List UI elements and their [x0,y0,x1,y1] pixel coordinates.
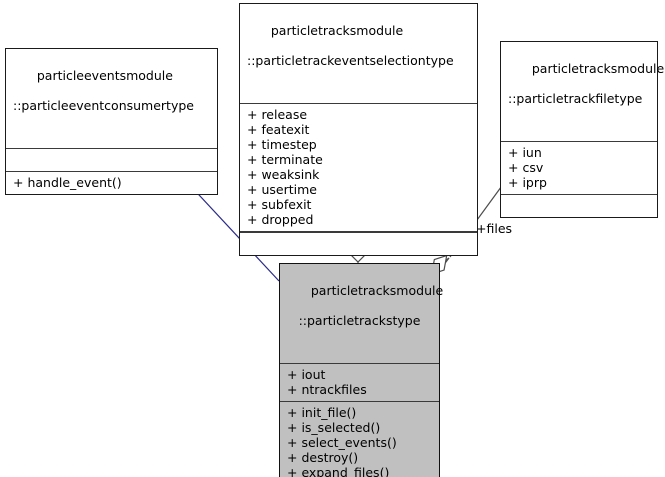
class-title-line1: particleeventsmodule [36,68,173,83]
class-member: + subfexit [247,197,312,212]
class-operations-particletrackstype: + init_file() + is_selected() + select_e… [280,402,439,477]
class-member: + iprp [508,175,547,190]
class-divider [501,141,657,142]
class-title-particletrackeventselectiontype: particletracksmodule ::particletrackeven… [240,4,477,103]
class-title-line2: ::particletrackfiletype [508,91,643,106]
class-member: + expand_files() [287,465,390,477]
class-member: + iout [287,367,326,382]
class-member: + weaksink [247,167,320,182]
class-member: + release [247,107,308,122]
class-box-particletrackstype[interactable]: particletracksmodule ::particletrackstyp… [279,263,444,477]
class-title-line2: ::particletrackeventselectiontype [247,53,454,68]
class-box-particleeventconsumertype[interactable]: particleeventsmodule ::particleeventcons… [5,48,218,195]
edge-label-files: +files [476,221,513,236]
class-box-particletrackeventselectiontype[interactable]: particletracksmodule ::particletrackeven… [239,3,478,256]
class-divider [280,363,439,364]
class-operations-particletrackfiletype [501,195,657,217]
class-member: + usertime [247,182,317,197]
class-member: + init_file() [287,405,357,420]
class-divider [280,401,439,402]
class-member: + handle_event() [13,175,122,190]
class-title-line1: particletracksmodule [270,23,404,38]
class-divider [6,171,217,172]
class-member: + iun [508,145,542,160]
class-title-particleeventconsumertype: particleeventsmodule ::particleeventcons… [6,49,217,148]
class-divider [240,231,477,233]
class-box-particletrackfiletype[interactable]: particletracksmodule ::particletrackfile… [500,41,664,218]
class-member: + destroy() [287,450,359,465]
class-member: + timestep [247,137,317,152]
class-member: + featexit [247,122,310,137]
class-attributes-particletrackfiletype: + iun + csv + iprp [501,142,657,194]
class-title-line1: particletracksmodule [531,61,665,76]
class-member: + csv [508,160,544,175]
class-operations-particleeventconsumertype: + handle_event() [6,172,217,194]
class-member: + dropped [247,212,314,227]
class-divider [240,103,477,104]
class-attributes-particletrackstype: + iout + ntrackfiles [280,364,439,401]
class-title-line1: particletracksmodule [310,283,444,298]
class-divider [501,194,657,195]
class-member: + terminate [247,152,323,167]
class-member: + is_selected() [287,420,381,435]
class-member: + select_events() [287,435,397,450]
class-title-particletrackfiletype: particletracksmodule ::particletrackfile… [501,42,664,141]
class-attributes-particleeventconsumertype [6,149,217,171]
class-title-line2: ::particleeventconsumertype [13,98,194,113]
class-title-particletrackstype: particletracksmodule ::particletrackstyp… [280,264,444,363]
class-divider [6,148,217,149]
class-title-line2: ::particletrackstype [298,313,421,328]
class-member: + ntrackfiles [287,382,367,397]
class-operations-particletrackeventselectiontype [240,233,477,255]
class-attributes-particletrackeventselectiontype: + release + featexit + timestep + termin… [240,104,477,231]
